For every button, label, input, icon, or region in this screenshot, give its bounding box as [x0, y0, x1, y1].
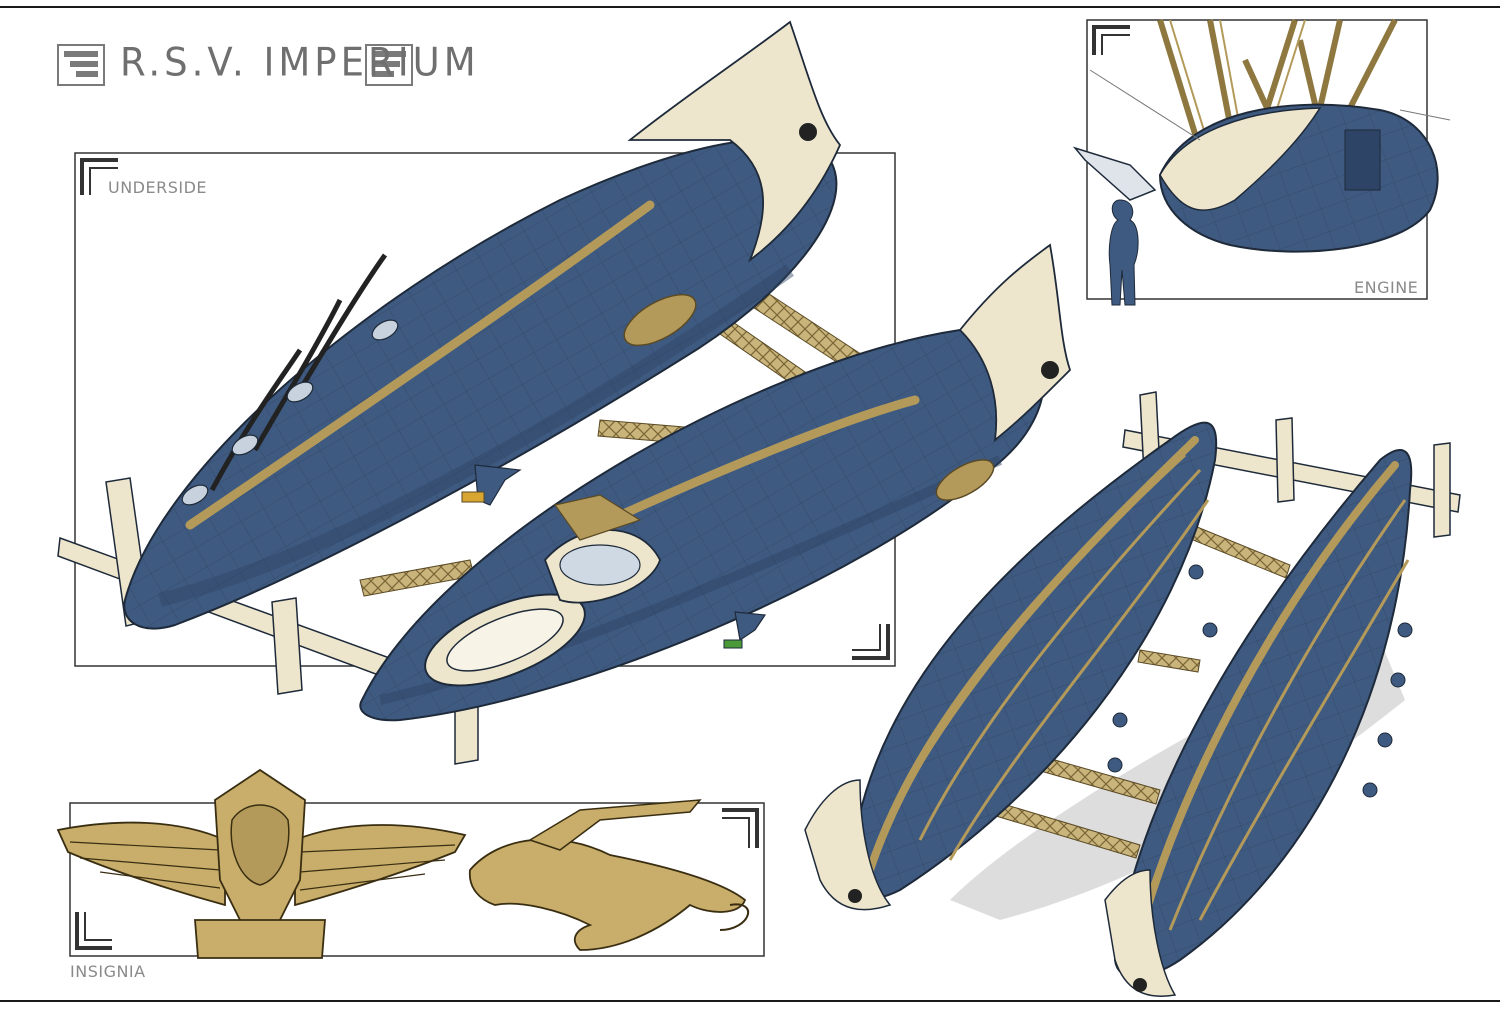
insignia-panel-frame [69, 802, 765, 957]
top-border-line [0, 6, 1500, 8]
insignia-label: INSIGNIA [70, 962, 146, 981]
engine-label: ENGINE [1354, 278, 1419, 297]
leaping-lion-emblem [468, 799, 750, 951]
underside-airship-view [57, 20, 1072, 765]
winged-emblem-icon [64, 51, 98, 77]
human-scale-silhouette [1108, 199, 1139, 306]
engine-detail-view [1072, 18, 1451, 306]
winged-emblem-icon [372, 51, 406, 77]
underside-label: UNDERSIDE [108, 178, 208, 197]
winged-lion-crest [56, 768, 467, 959]
top-airship-view [804, 391, 1461, 997]
page-title: R.S.V. IMPERIUM [120, 39, 480, 86]
bottom-border-line [0, 1000, 1500, 1002]
